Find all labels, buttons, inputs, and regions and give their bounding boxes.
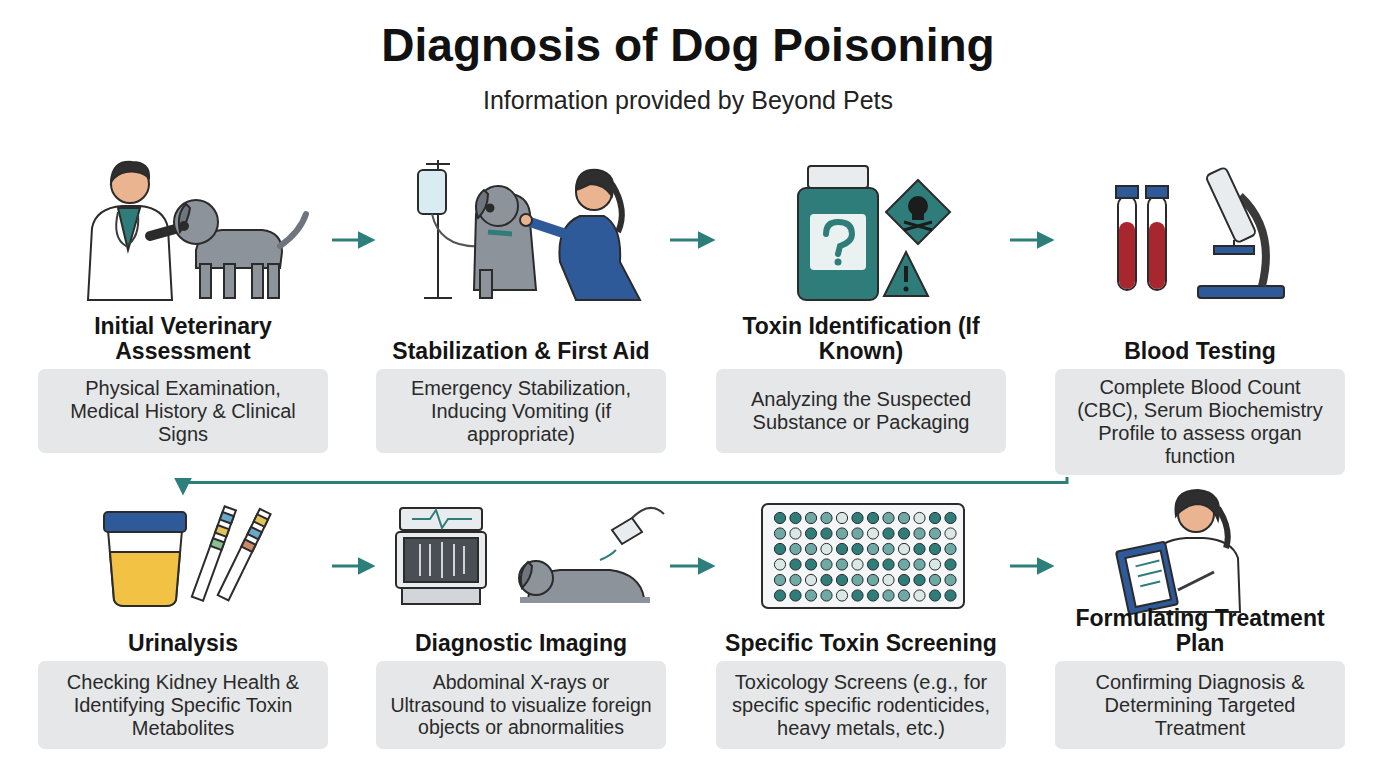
process-step: Blood TestingComplete Blood Count (CBC),… xyxy=(1055,150,1345,475)
flow-arrow xyxy=(1010,565,1051,568)
process-step: Initial Veterinary AssessmentPhysical Ex… xyxy=(38,150,328,453)
flow-arrow xyxy=(670,565,712,568)
process-step: Toxin Identification (If Known) Analyzing… xyxy=(716,150,1006,453)
doctor-illustration xyxy=(1116,490,1240,614)
process-step: Diagnostic ImagingAbdominal X-rays or Ul… xyxy=(376,490,666,749)
step-description: Analyzing the Suspected Substance or Pac… xyxy=(728,388,994,434)
diagram-title: Diagnosis of Dog Poisoning xyxy=(0,18,1376,72)
step-description-box: Toxicology Screens (e.g., for specific s… xyxy=(716,661,1006,749)
urinalysis-illustration xyxy=(104,506,271,606)
flow-arrow xyxy=(1010,239,1051,242)
step-heading: Specific Toxin Screening xyxy=(716,631,1006,656)
flow-arrow xyxy=(183,477,1067,492)
step-heading: Initial Veterinary Assessment xyxy=(38,314,328,364)
step-description-box: Analyzing the Suspected Substance or Pac… xyxy=(716,369,1006,453)
step-description: Confirming Diagnosis & Determining Targe… xyxy=(1067,671,1333,740)
imaging-illustration xyxy=(396,508,664,604)
process-step: Specific Toxin ScreeningToxicology Scree… xyxy=(716,490,1006,749)
step-description-box: Checking Kidney Health & Identifying Spe… xyxy=(38,661,328,749)
step-description-box: Physical Examination, Medical History & … xyxy=(38,369,328,453)
flow-arrow xyxy=(670,239,712,242)
step-description-box: Confirming Diagnosis & Determining Targe… xyxy=(1055,661,1345,749)
step-heading: Urinalysis xyxy=(38,631,328,656)
flow-arrow xyxy=(332,239,372,242)
first-aid-illustration xyxy=(418,160,640,300)
step-description: Complete Blood Count (CBC), Serum Bioche… xyxy=(1067,376,1333,468)
subtitle-label: Information provided by Beyond Pets xyxy=(0,86,1376,115)
toxin-illustration xyxy=(798,166,950,300)
step-description-box: Complete Blood Count (CBC), Serum Bioche… xyxy=(1055,369,1345,475)
well-plate-illustration xyxy=(762,504,964,608)
step-description: Abdominal X-rays or Ultrasound to visual… xyxy=(388,671,654,738)
step-heading: Blood Testing xyxy=(1055,339,1345,364)
step-description: Toxicology Screens (e.g., for specific s… xyxy=(728,671,994,740)
step-heading: Diagnostic Imaging xyxy=(376,631,666,656)
step-description: Emergency Stabilization, Inducing Vomiti… xyxy=(388,377,654,446)
step-description: Checking Kidney Health & Identifying Spe… xyxy=(50,671,316,740)
process-step: Stabilization & First AidEmergency Stabi… xyxy=(376,150,666,453)
step-description-box: Emergency Stabilization, Inducing Vomiti… xyxy=(376,369,666,453)
step-heading: Toxin Identification (If Known) xyxy=(716,314,1006,364)
step-description-box: Abdominal X-rays or Ultrasound to visual… xyxy=(376,661,666,749)
process-step: UrinalysisChecking Kidney Health & Ident… xyxy=(38,490,328,749)
vet-illustration xyxy=(88,162,306,300)
step-description: Physical Examination, Medical History & … xyxy=(50,377,316,446)
process-step: Formulating Treatment PlanConfirming Dia… xyxy=(1055,490,1345,749)
blood-test-illustration xyxy=(1116,167,1284,298)
flow-arrow xyxy=(332,565,372,568)
step-heading: Formulating Treatment Plan xyxy=(1055,606,1345,656)
step-heading: Stabilization & First Aid xyxy=(376,339,666,364)
